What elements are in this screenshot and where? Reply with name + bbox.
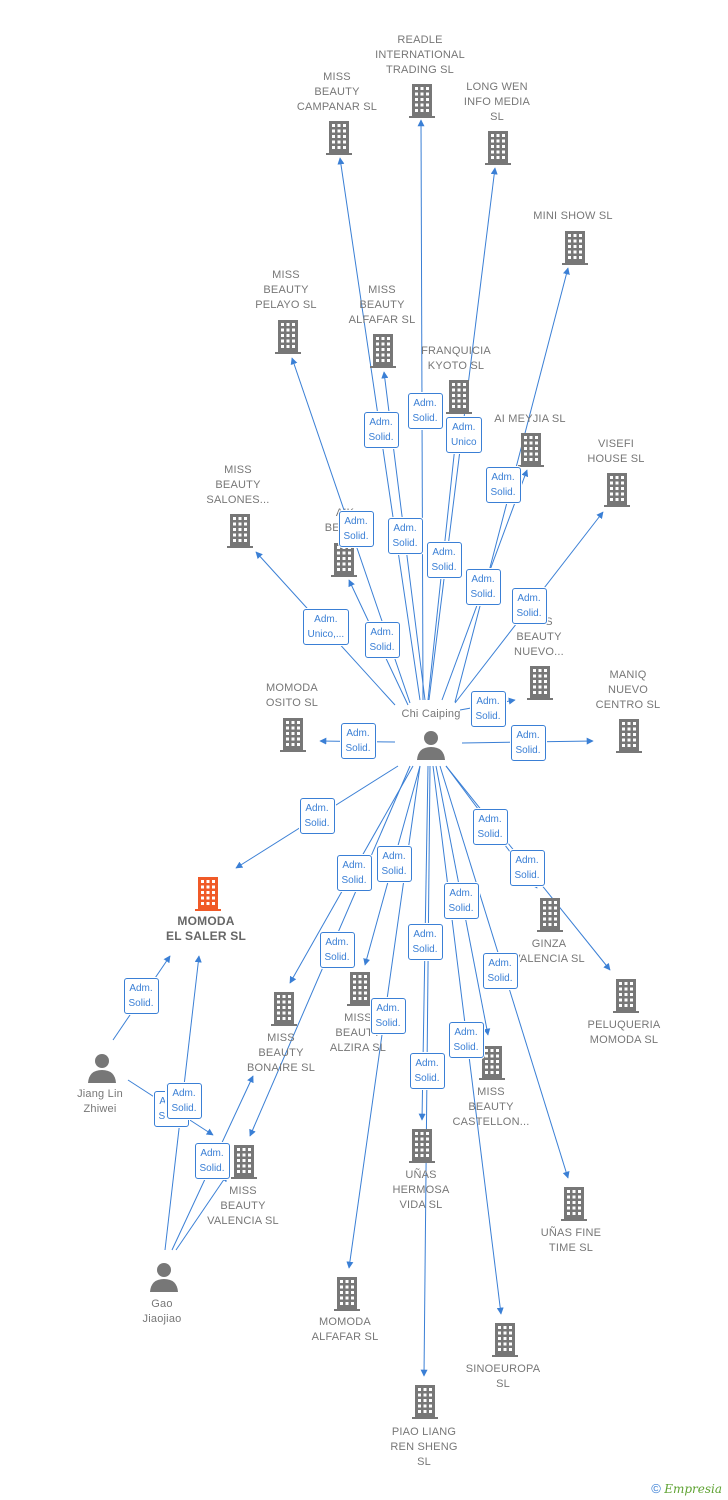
building-icon-campanar[interactable] — [326, 121, 352, 160]
edge-label-aik[interactable]: Adm. Solid. — [364, 622, 400, 658]
node-label-center[interactable]: Chi Caiping — [401, 708, 461, 720]
node-label-salones[interactable]: MISS BEAUTY SALONES... — [206, 464, 270, 506]
node-label-gao[interactable]: Gao Jiaojiao — [142, 1298, 182, 1325]
node-label-bonaire[interactable]: MISS BEAUTY BONAIRE SL — [246, 1032, 316, 1074]
edge-label-saler[interactable]: Adm. Solid. — [299, 798, 335, 834]
building-icon-bonaire[interactable] — [271, 992, 297, 1031]
building-icon-peluqueria[interactable] — [613, 979, 639, 1018]
edge-label-castellon[interactable]: Adm. Solid. — [443, 883, 479, 919]
brand-name: Empresia — [664, 1482, 722, 1496]
building-icon-salones[interactable] — [227, 514, 253, 553]
edge-label-nuevo[interactable]: Adm. Solid. — [470, 691, 506, 727]
edge-label-peluqueria[interactable]: Adm. Solid. — [509, 850, 545, 886]
edge-label-alfafar_mb[interactable]: Adm. Solid. — [387, 518, 423, 554]
building-icon-finetime[interactable] — [561, 1187, 587, 1226]
node-label-valencia[interactable]: MISS BEAUTY VALENCIA SL — [207, 1185, 279, 1227]
edge-label-bonaire[interactable]: Adm. Solid. — [336, 855, 372, 891]
building-icon-pelayo[interactable] — [275, 320, 301, 359]
building-icon-castellon[interactable] — [479, 1046, 505, 1085]
node-label-longwen[interactable]: LONG WEN INFO MEDIA SL — [463, 81, 531, 123]
edge-label-saler-jiang[interactable]: Adm. Solid. — [123, 978, 159, 1014]
edge-label-valencia[interactable]: Adm. Solid. — [319, 932, 355, 968]
node-label-castellon[interactable]: MISS BEAUTY CASTELLON... — [452, 1086, 530, 1128]
edge-label-kyoto[interactable]: Adm. Solid. — [426, 542, 462, 578]
building-icon-alzira[interactable] — [347, 972, 373, 1011]
building-icon-aik[interactable] — [331, 543, 357, 582]
footer-brand[interactable]: © Empresia — [651, 1481, 722, 1496]
node-label-maniq[interactable]: MANIQ NUEVO CENTRO SL — [595, 669, 661, 711]
node-label-minishow[interactable]: MINI SHOW SL — [533, 210, 613, 222]
building-icon-mom_alfafar[interactable] — [334, 1277, 360, 1316]
node-label-alzira[interactable]: MISS BEAUTY ALZIRA SL — [329, 1012, 387, 1054]
edge-label-ginza[interactable]: Adm. Solid. — [472, 809, 508, 845]
node-label-aimeyjia[interactable]: AI MEYJIA SL — [494, 413, 566, 425]
node-label-visefi[interactable]: VISEFI HOUSE SL — [587, 438, 645, 465]
building-icon-piao[interactable] — [412, 1385, 438, 1424]
edge-label-piao[interactable]: Adm. Solid. — [409, 1053, 445, 1089]
edge-label-finetime[interactable]: Adm. Solid. — [482, 953, 518, 989]
edge-label-pelayo[interactable]: Adm. Solid. — [338, 511, 374, 547]
node-label-osito[interactable]: MOMODA OSITO SL — [265, 682, 319, 709]
building-icon-aimeyjia[interactable] — [518, 433, 544, 472]
building-icon-nuevo[interactable] — [527, 666, 553, 705]
edge-label-minishow[interactable]: Adm. Solid. — [485, 467, 521, 503]
building-icon-longwen[interactable] — [485, 131, 511, 170]
edge-label-salones[interactable]: Adm. Unico,... — [302, 609, 350, 645]
edge-label-campanar[interactable]: Adm. Solid. — [363, 412, 399, 448]
node-label-readle[interactable]: READLE INTERNATIONAL TRADING SL — [375, 34, 465, 76]
edge-label-osito[interactable]: Adm. Solid. — [340, 723, 376, 759]
edge-label-visefi[interactable]: Adm. Solid. — [511, 588, 547, 624]
building-icon-saler[interactable] — [195, 877, 221, 916]
building-icon-kyoto[interactable] — [446, 380, 472, 419]
node-label-jiang[interactable]: Jiang Lin Zhiwei — [77, 1088, 123, 1115]
node-label-campanar[interactable]: MISS BEAUTY CAMPANAR SL — [296, 71, 378, 113]
building-icon-maniq[interactable] — [616, 719, 642, 758]
node-label-mom_alfafar[interactable]: MOMODA ALFAFAR SL — [311, 1316, 379, 1343]
person-icon-gao[interactable] — [149, 1262, 179, 1297]
node-label-hermosa[interactable]: UÑAS HERMOSA VIDA SL — [392, 1169, 450, 1211]
edge-label-sinoeuropa[interactable]: Adm. Solid. — [448, 1022, 484, 1058]
person-icon-center[interactable] — [416, 730, 446, 765]
node-label-piao[interactable]: PIAO LIANG REN SHENG SL — [390, 1426, 458, 1468]
person-icon-jiang[interactable] — [87, 1053, 117, 1088]
building-icon-hermosa[interactable] — [409, 1129, 435, 1168]
node-label-saler[interactable]: MOMODA EL SALER SL — [166, 914, 246, 943]
node-label-nuevo[interactable]: MISS BEAUTY NUEVO... — [514, 616, 564, 658]
edge-label-bonaire-gao[interactable]: Adm. Solid. — [166, 1083, 202, 1119]
building-icon-alfafar_mb[interactable] — [370, 334, 396, 373]
edge-label-mom_alfafar[interactable]: Adm. Solid. — [370, 998, 406, 1034]
node-label-ginza[interactable]: GINZA VALENCIA SL — [513, 938, 585, 965]
building-icon-visefi[interactable] — [604, 473, 630, 512]
building-icon-readle[interactable] — [409, 84, 435, 123]
edge-label-aimeyjia[interactable]: Adm. Solid. — [465, 569, 501, 605]
edge-label-longwen[interactable]: Adm. Unico — [446, 417, 482, 453]
edge-label-readle[interactable]: Adm. Solid. — [407, 393, 443, 429]
node-label-pelayo[interactable]: MISS BEAUTY PELAYO SL — [255, 269, 317, 311]
edge-label-alzira[interactable]: Adm. Solid. — [376, 846, 412, 882]
building-icon-sinoeuropa[interactable] — [492, 1323, 518, 1362]
edge-label-maniq[interactable]: Adm. Solid. — [510, 725, 546, 761]
copyright-symbol: © — [651, 1481, 661, 1496]
node-label-alfafar_mb[interactable]: MISS BEAUTY ALFAFAR SL — [348, 284, 416, 326]
building-icon-minishow[interactable] — [562, 231, 588, 270]
node-label-kyoto[interactable]: FRANQUICIA KYOTO SL — [421, 345, 491, 372]
edge-gao-valencia — [175, 1174, 228, 1251]
building-icon-ginza[interactable] — [537, 898, 563, 937]
node-label-finetime[interactable]: UÑAS FINE TIME SL — [540, 1227, 602, 1254]
edge-label-valencia-gao[interactable]: Adm. Solid. — [194, 1143, 230, 1179]
building-icon-osito[interactable] — [280, 718, 306, 757]
node-label-sinoeuropa[interactable]: SINOEUROPA SL — [465, 1363, 541, 1390]
node-label-peluqueria[interactable]: PELUQUERIA MOMODA SL — [587, 1019, 661, 1046]
edge-label-hermosa[interactable]: Adm. Solid. — [407, 924, 443, 960]
building-icon-valencia[interactable] — [231, 1145, 257, 1184]
